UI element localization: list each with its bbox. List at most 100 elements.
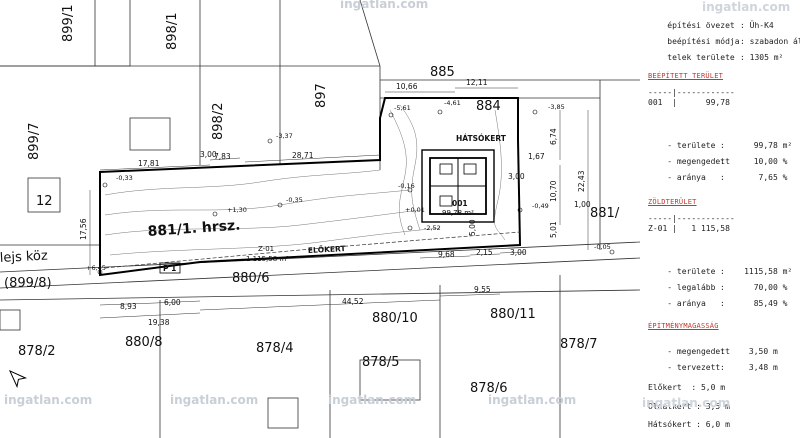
dim-1-67: 1,67 bbox=[528, 152, 545, 161]
watermark: ingatlan.com bbox=[488, 393, 576, 407]
row-value: : szabadon álló bbox=[740, 37, 800, 46]
watermark: ingatlan.com bbox=[340, 0, 428, 11]
building-footprint bbox=[421, 149, 495, 223]
elev-0-49: -0,49 bbox=[532, 202, 549, 210]
building-code: 001 bbox=[452, 199, 468, 208]
setback-side: Oldalkert : 3,5 m bbox=[648, 402, 730, 411]
dim-2-15: 2,15 bbox=[476, 248, 493, 257]
dim-22-43: 22,43 bbox=[577, 170, 586, 192]
dim-44-52: 44,52 bbox=[342, 297, 364, 306]
item-value: : 85,49 % bbox=[720, 299, 788, 308]
parking-label: P 1 bbox=[163, 264, 176, 273]
elev-0-33: -0,33 bbox=[116, 174, 133, 182]
item-value: : 70,00 % bbox=[720, 283, 788, 292]
label-hatsokert: HÁTSÓKERT bbox=[456, 134, 507, 143]
front-setback-line bbox=[104, 231, 521, 269]
setback-front: Előkert : 5,0 m bbox=[648, 383, 726, 392]
green-area-item: - aránya : 85,49 % bbox=[648, 290, 787, 317]
dim-8-93: 8,93 bbox=[120, 302, 137, 311]
elev-4-61: -4,61 bbox=[444, 99, 461, 107]
setback-rear: Hátsókert : 6,0 m bbox=[648, 420, 730, 429]
dim-19-38: 19,38 bbox=[148, 318, 170, 327]
building-area: 99,78 m² bbox=[442, 209, 474, 217]
parcel-878-6: 878/6 bbox=[470, 381, 507, 396]
section-green-area-title: ZÖLDTERÜLET bbox=[648, 198, 697, 206]
dim-10-66: 10,66 bbox=[396, 82, 418, 91]
row-key: építési övezet bbox=[667, 21, 735, 30]
row-key: telek területe bbox=[667, 53, 735, 62]
elevation-markers bbox=[97, 109, 615, 275]
row-value: : 1305 m² bbox=[740, 53, 784, 62]
item-value: : 3,50 m bbox=[720, 347, 778, 356]
elev-0-01: +0,01 bbox=[405, 206, 425, 214]
parcel-878-7: 878/7 bbox=[560, 337, 597, 352]
elev-0-05: -0,05 bbox=[594, 243, 611, 251]
parcel-897: 897 bbox=[314, 83, 329, 108]
dim-6-00: 6,00 bbox=[164, 298, 181, 307]
watermark: ingatlan.com bbox=[702, 0, 791, 14]
label-elokert: ELŐKERT bbox=[308, 244, 347, 255]
green-area-row: Z-01 | 1 115,58 bbox=[648, 224, 730, 233]
elev-6-45: +6,45 bbox=[86, 264, 106, 272]
parcel-898-1: 898/1 bbox=[165, 13, 180, 50]
parcel-881-1: 881/1. hrsz. bbox=[147, 218, 241, 240]
built-area-row: 001 | 99,78 bbox=[648, 98, 730, 107]
section-height-title: ÉPÍTMÉNYMAGASSÁG bbox=[648, 322, 719, 330]
north-arrow-icon bbox=[8, 369, 28, 389]
street-name: lejs köz bbox=[0, 248, 48, 265]
built-area-item: - megengedett: 10,00 % bbox=[648, 148, 787, 175]
zone-area: 1 115,58 m² bbox=[246, 255, 289, 263]
elev-2-52: -2,52 bbox=[424, 224, 441, 232]
elev-0-35: -0,35 bbox=[286, 196, 303, 204]
terrain-contours bbox=[104, 104, 506, 256]
parcel-878-4: 878/4 bbox=[256, 341, 293, 356]
parcel-899-8: (899/8) bbox=[4, 276, 52, 291]
green-area-sep: -----|------------ bbox=[648, 214, 735, 223]
height-item: - tervezett: 3,48 m bbox=[648, 354, 778, 381]
parcel-880-8: 880/8 bbox=[125, 335, 162, 350]
parcel-881: 881/ bbox=[590, 206, 620, 221]
elev-3-37: -3,37 bbox=[276, 132, 293, 140]
dim-7-83: 7,83 bbox=[214, 152, 231, 161]
parcel-899-7: 899/7 bbox=[27, 123, 42, 160]
item-key: - aránya bbox=[667, 173, 706, 182]
built-area-sep: -----|------------ bbox=[648, 88, 735, 97]
parcel-880-6: 880/6 bbox=[232, 271, 269, 286]
elev-3-85: -3,85 bbox=[548, 103, 565, 111]
parcel-boundaries bbox=[0, 0, 640, 438]
parcel-885: 885 bbox=[430, 65, 455, 80]
built-area-item: - aránya: 7,65 % bbox=[648, 164, 787, 191]
item-key: - területe bbox=[667, 141, 716, 150]
row-building-method: beépítési módja: szabadon álló bbox=[648, 28, 800, 55]
watermark: ingatlan.com bbox=[170, 393, 258, 407]
item-value: : 99,78 m² bbox=[720, 141, 793, 150]
site-plan-drawing: 899/1 898/1 899/7 898/2 897 885 884 12 8… bbox=[0, 0, 640, 438]
parcel-884: 884 bbox=[476, 99, 501, 114]
dim-9-68: 9,68 bbox=[438, 250, 455, 259]
parcel-878-2: 878/2 bbox=[18, 344, 55, 359]
built-area-item: - területe : 99,78 m² bbox=[648, 132, 792, 159]
dim-28-71: 28,71 bbox=[292, 151, 314, 160]
parking-box bbox=[159, 262, 181, 274]
item-value: : 10,00 % bbox=[720, 157, 788, 166]
item-key: - megengedett bbox=[667, 157, 730, 166]
dim-17-81: 17,81 bbox=[138, 159, 160, 168]
item-key: - tervezett bbox=[667, 363, 721, 372]
dim-6-74: 6,74 bbox=[549, 128, 558, 145]
item-key: - aránya bbox=[667, 299, 706, 308]
watermark: ingatlan.com bbox=[4, 393, 92, 407]
parcel-880-11: 880/11 bbox=[490, 307, 536, 322]
item-value: : 1115,58 m² bbox=[720, 267, 793, 276]
parcel-880-10: 880/10 bbox=[372, 311, 418, 326]
dim-17-56: 17,56 bbox=[79, 218, 88, 240]
dimension-lines bbox=[89, 87, 589, 319]
elev-5-61: -5,61 bbox=[394, 104, 411, 112]
data-panel: építési övezet: Üh-K4 beépítési módja: s… bbox=[640, 0, 800, 438]
row-plot-area: telek területe : 1305 m² bbox=[648, 44, 783, 71]
dim-5-01: 5,01 bbox=[549, 221, 558, 238]
watermark: ingatlan.com bbox=[328, 393, 416, 407]
green-area-item: - legalább: 70,00 % bbox=[648, 274, 787, 301]
zone-code: Z-01 bbox=[258, 245, 274, 253]
height-item: - megengedett: 3,50 m bbox=[648, 338, 778, 365]
dim-10-70: 10,70 bbox=[549, 180, 558, 202]
